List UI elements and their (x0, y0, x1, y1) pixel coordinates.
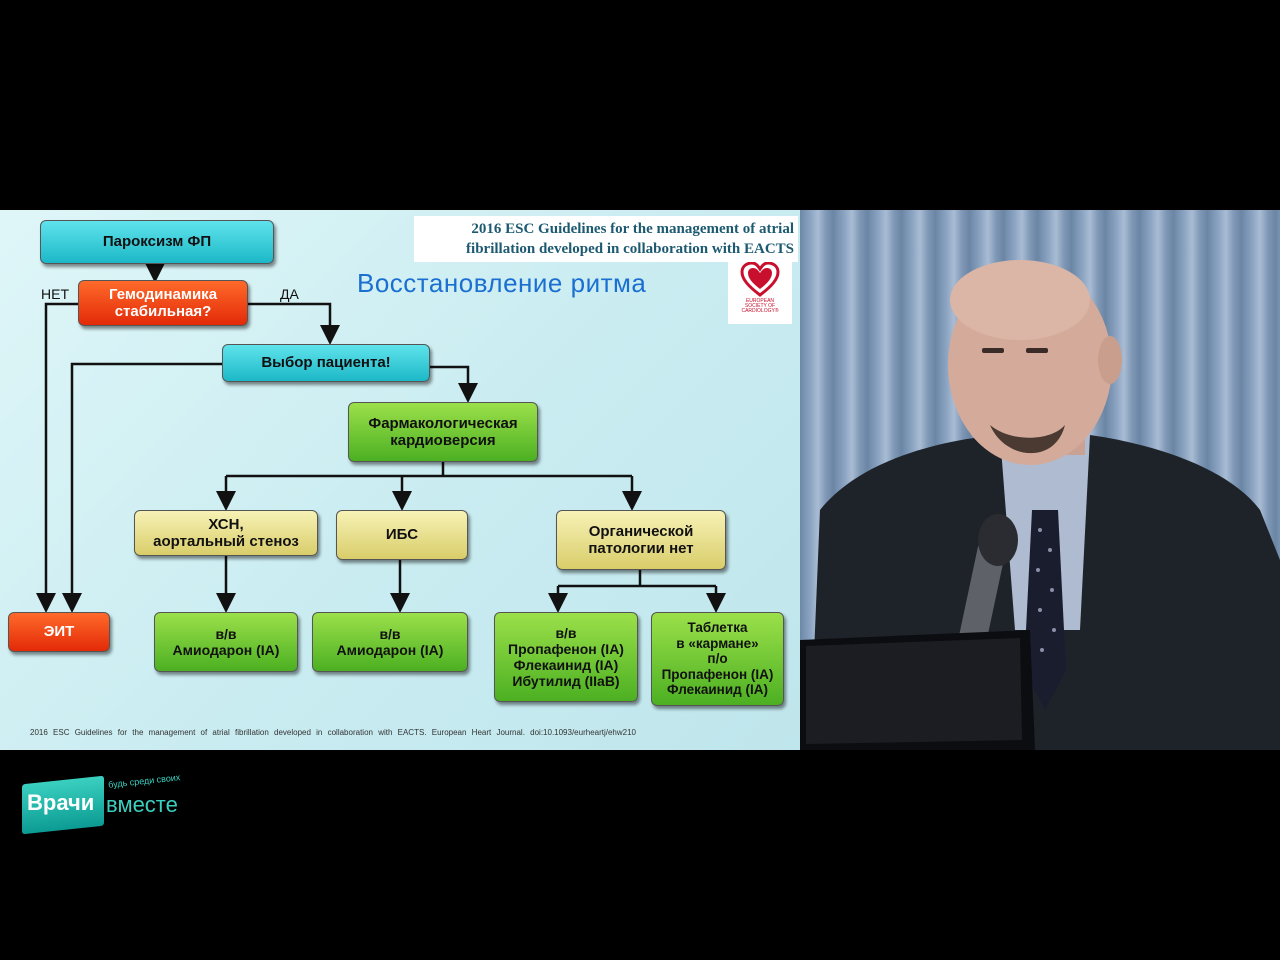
node-paroxysm-text: Пароксизм ФП (102, 233, 212, 251)
label-yes: ДА (280, 286, 299, 302)
node-iv-options-line2: Пропафенон (IA) (508, 640, 624, 657)
node-eit-text: ЭИТ (43, 623, 75, 641)
node-ihd-text: ИБС (385, 526, 419, 544)
node-patient-choice-text: Выбор пациента! (261, 354, 391, 372)
node-amiodarone-1: в/в Амиодарон (IA) (154, 612, 298, 672)
node-ihd: ИБС (336, 510, 468, 560)
slide-citation: 2016 ESC Guidelines for the management o… (30, 728, 636, 737)
node-pill-in-pocket-line5: Флекаинид (IA) (667, 682, 768, 698)
node-heart-failure-line1: ХСН, (208, 515, 244, 533)
node-no-pathology: Органической патологии нет (556, 510, 726, 570)
node-amiodarone-2-line1: в/в (379, 625, 401, 642)
flowchart-connectors (36, 263, 726, 613)
node-heart-failure-line2: аортальный стеноз (153, 533, 299, 550)
presentation-slide: 2016 ESC Guidelines for the management o… (0, 210, 800, 750)
node-pill-in-pocket-line3: п/о (707, 651, 728, 667)
guideline-reference-line2: fibrillation developed in collaboration … (466, 241, 794, 257)
node-pill-in-pocket: Таблетка в «кармане» п/о Пропафенон (IA)… (651, 612, 784, 706)
esc-logo: EUROPEAN SOCIETY OF CARDIOLOGY® (728, 262, 792, 324)
node-paroxysm: Пароксизм ФП (40, 220, 274, 264)
guideline-reference: 2016 ESC Guidelines for the management o… (414, 216, 798, 262)
guideline-reference-line1: 2016 ESC Guidelines for the management o… (471, 221, 794, 237)
node-iv-options-line1: в/в (555, 624, 577, 641)
logo-tagline: будь среди своих (107, 772, 181, 790)
node-pharmacological-line1: Фармакологическая (368, 414, 518, 432)
speaker-video (800, 210, 1280, 750)
speaker-figure (800, 260, 1280, 750)
node-heart-failure: ХСН, аортальный стеноз (134, 510, 318, 556)
node-amiodarone-1-line1: в/в (215, 625, 237, 642)
node-no-pathology-line2: патологии нет (588, 540, 694, 557)
node-patient-choice: Выбор пациента! (222, 344, 430, 382)
node-pharmacological: Фармакологическая кардиоверсия (348, 402, 538, 462)
node-pill-in-pocket-line1: Таблетка (687, 620, 748, 636)
node-amiodarone-2: в/в Амиодарон (IA) (312, 612, 468, 672)
node-amiodarone-2-line2: Амиодарон (IA) (336, 642, 444, 658)
node-eit: ЭИТ (8, 612, 110, 652)
node-no-pathology-line1: Органической (588, 522, 694, 540)
node-iv-options-line4: Ибутилид (IIaB) (512, 673, 620, 690)
node-iv-options: в/в Пропафенон (IA) Флекаинид (IA) Ибути… (494, 612, 638, 702)
node-hemodynamics: Гемодинамика стабильная? (78, 280, 248, 326)
heart-logo-icon (740, 262, 780, 297)
slide-title: Восстановление ритма (357, 268, 647, 298)
esc-logo-text: EUROPEAN SOCIETY OF CARDIOLOGY® (741, 298, 779, 314)
node-pill-in-pocket-line4: Пропафенон (IA) (661, 666, 774, 682)
node-amiodarone-1-line2: Амиодарон (IA) (172, 642, 280, 658)
node-pharmacological-line2: кардиоверсия (390, 432, 496, 449)
node-pill-in-pocket-line2: в «кармане» (676, 635, 759, 651)
node-hemodynamics-line1: Гемодинамика (108, 285, 218, 303)
node-hemodynamics-line2: стабильная? (114, 303, 212, 320)
logo-brand-a: Врачи (27, 790, 95, 815)
logo-brand-b: вместе (106, 792, 178, 817)
label-no: НЕТ (41, 286, 69, 302)
node-iv-options-line3: Флекаинид (IA) (513, 657, 619, 673)
channel-logo: Врачи вместе будь среди своих (22, 772, 222, 842)
